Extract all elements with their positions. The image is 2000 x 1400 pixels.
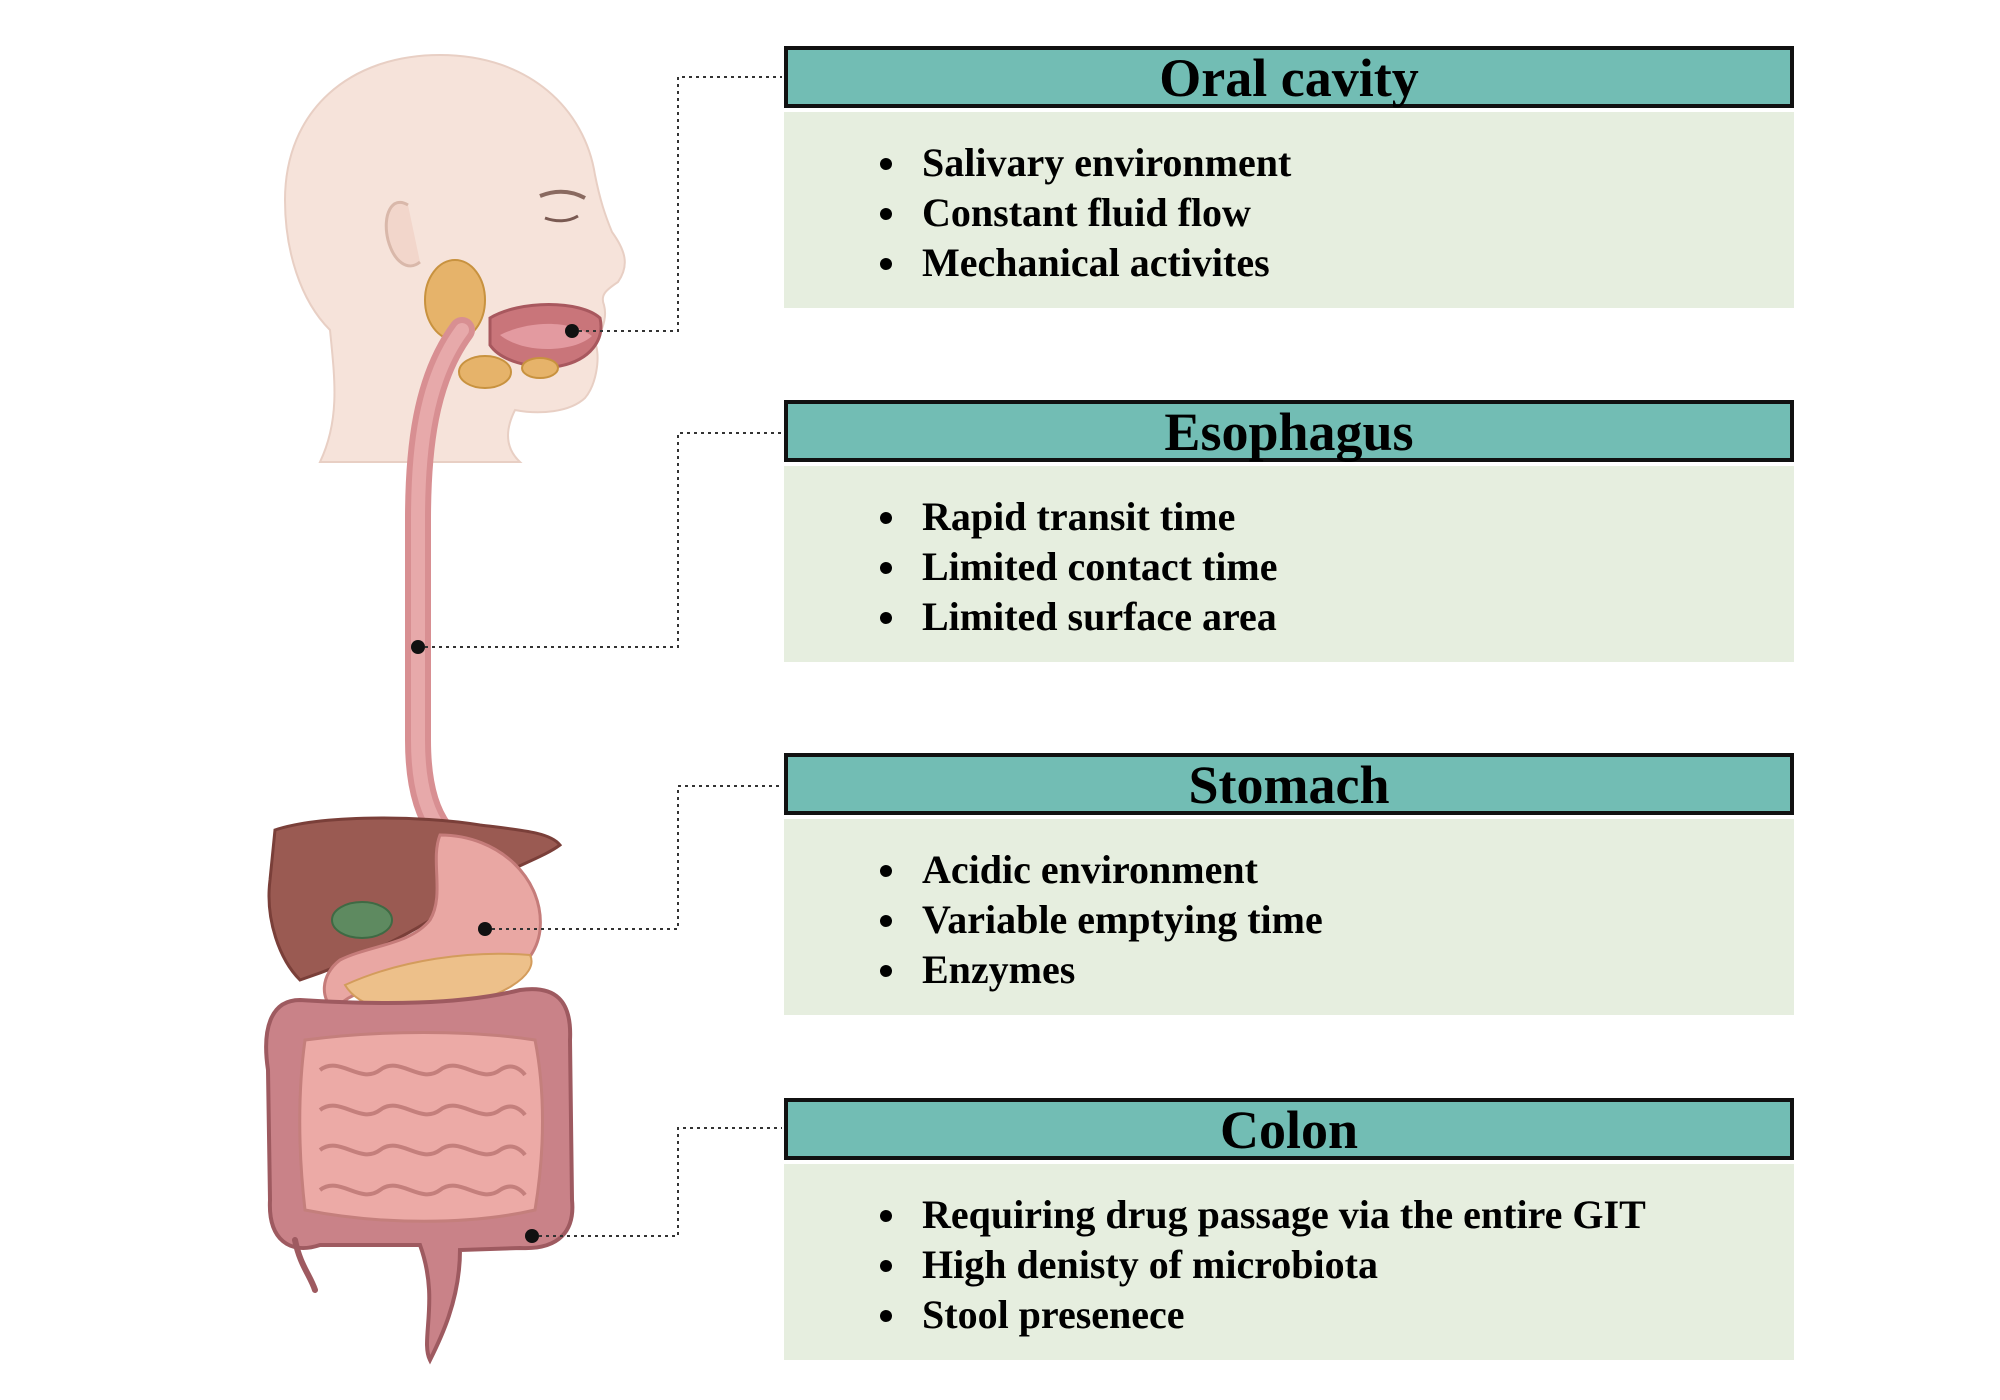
connector-lines	[418, 76, 782, 1237]
bullet-text: Requiring drug passage via the entire GI…	[922, 1192, 1646, 1237]
bullet-item: Salivary environment	[880, 138, 1794, 188]
bullet-item: Limited contact time	[880, 542, 1794, 592]
esophagus-header: Esophagus	[784, 400, 1794, 462]
bullet-dot-icon	[880, 512, 892, 524]
colon-panel: Colon Requiring drug passage via the ent…	[784, 1098, 1794, 1360]
stomach-title: Stomach	[1188, 755, 1390, 815]
bullet-dot-icon	[880, 1310, 892, 1322]
bullet-item: Stool presenece	[880, 1290, 1794, 1340]
bullet-text: Variable emptying time	[922, 897, 1323, 942]
colon-title: Colon	[1219, 1100, 1359, 1160]
bullet-text: Enzymes	[922, 947, 1076, 992]
esophagus-body: Rapid transit time Limited contact time …	[784, 466, 1794, 662]
oral-cavity-panel: Oral cavity Salivary environment Constan…	[784, 46, 1794, 308]
esophagus-title: Esophagus	[1164, 402, 1414, 462]
bullet-text: Salivary environment	[922, 140, 1292, 185]
oral-cavity-header: Oral cavity	[784, 46, 1794, 108]
bullet-item: Acidic environment	[880, 845, 1794, 895]
bullet-dot-icon	[880, 258, 892, 270]
bullet-text: Limited surface area	[922, 594, 1277, 639]
bullet-dot-icon	[880, 915, 892, 927]
bullet-text: High denisty of microbiota	[922, 1242, 1378, 1287]
bullet-dot-icon	[880, 1210, 892, 1222]
oral-cavity-bullet-list: Salivary environment Constant fluid flow…	[880, 138, 1794, 288]
bullet-dot-icon	[880, 965, 892, 977]
bullet-item: Requiring drug passage via the entire GI…	[880, 1190, 1794, 1240]
bullet-dot-icon	[880, 1260, 892, 1272]
stomach-anchor-dot	[478, 922, 492, 936]
bullet-dot-icon	[880, 865, 892, 877]
bullet-item: Rapid transit time	[880, 492, 1794, 542]
stomach-bullet-list: Acidic environment Variable emptying tim…	[880, 845, 1794, 995]
bullet-text: Rapid transit time	[922, 494, 1236, 539]
esophagus-bullet-list: Rapid transit time Limited contact time …	[880, 492, 1794, 642]
bullet-item: Enzymes	[880, 945, 1794, 995]
bullet-dot-icon	[880, 208, 892, 220]
bullet-dot-icon	[880, 562, 892, 574]
bullet-text: Acidic environment	[922, 847, 1258, 892]
esophagus-anchor-dot	[411, 640, 425, 654]
bullet-dot-icon	[880, 158, 892, 170]
bullet-text: Stool presenece	[922, 1292, 1185, 1337]
esophagus-panel: Esophagus Rapid transit time Limited con…	[784, 400, 1794, 662]
colon-body: Requiring drug passage via the entire GI…	[784, 1164, 1794, 1360]
gallbladder-illustration	[331, 901, 393, 939]
bullet-item: Constant fluid flow	[880, 188, 1794, 238]
bullet-item: High denisty of microbiota	[880, 1240, 1794, 1290]
stomach-header: Stomach	[784, 753, 1794, 815]
bullet-text: Mechanical activites	[922, 240, 1270, 285]
colon-anchor-dot	[525, 1229, 539, 1243]
small-intestine-illustration	[298, 1031, 544, 1223]
bullet-item: Limited surface area	[880, 592, 1794, 642]
oral-cavity-anchor-dot	[565, 324, 579, 338]
colon-bullet-list: Requiring drug passage via the entire GI…	[880, 1190, 1794, 1340]
bullet-text: Constant fluid flow	[922, 190, 1251, 235]
bullet-text: Limited contact time	[922, 544, 1278, 589]
bullet-item: Variable emptying time	[880, 895, 1794, 945]
head-illustration	[283, 53, 626, 463]
bullet-item: Mechanical activites	[880, 238, 1794, 288]
oral-cavity-title: Oral cavity	[1159, 48, 1419, 108]
bullet-dot-icon	[880, 612, 892, 624]
stomach-body: Acidic environment Variable emptying tim…	[784, 819, 1794, 1015]
oral-cavity-body: Salivary environment Constant fluid flow…	[784, 112, 1794, 308]
colon-header: Colon	[784, 1098, 1794, 1160]
stomach-panel: Stomach Acidic environment Variable empt…	[784, 753, 1794, 1015]
